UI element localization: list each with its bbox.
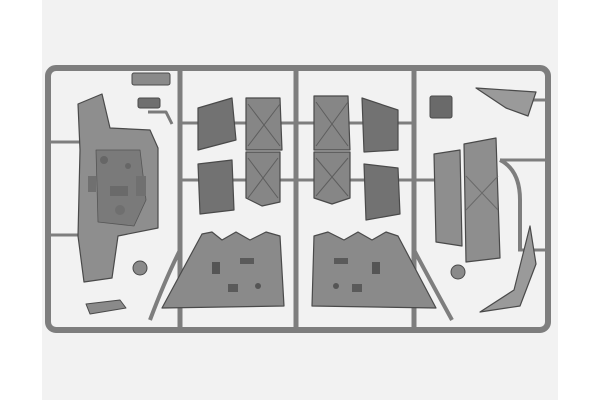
small-lever bbox=[85, 299, 127, 315]
hatch-door-small-4 bbox=[363, 163, 401, 221]
track-guard-panel-1 bbox=[433, 149, 463, 247]
runner-curve-right bbox=[412, 249, 454, 321]
small-bracket-1 bbox=[131, 72, 171, 86]
floor-plate-left bbox=[161, 231, 285, 309]
hatch-door-crossed-2 bbox=[245, 151, 281, 207]
small-disc-right bbox=[450, 264, 466, 280]
hatch-door-small-2 bbox=[197, 159, 235, 215]
runner-curve-left bbox=[148, 249, 182, 321]
small-bracket-3 bbox=[429, 95, 453, 119]
fender-rear-2 bbox=[479, 225, 537, 313]
fender-rear-1 bbox=[475, 87, 537, 117]
hatch-door-crossed-3 bbox=[313, 95, 351, 151]
small-bracket-2 bbox=[137, 97, 161, 109]
photo-side-margin-left bbox=[0, 0, 42, 400]
hatch-door-crossed-4 bbox=[313, 151, 351, 205]
hatch-door-crossed-1 bbox=[245, 97, 283, 151]
track-guard-panel-2 bbox=[463, 137, 501, 263]
floor-plate-right bbox=[311, 231, 437, 309]
runner-curve-right-outer bbox=[499, 158, 522, 250]
sprue bbox=[45, 65, 551, 333]
photo-side-margin-right bbox=[558, 0, 600, 400]
mantlet-plate bbox=[77, 93, 159, 283]
hatch-door-small-3 bbox=[361, 97, 399, 153]
hatch-door-small-1 bbox=[197, 97, 237, 151]
small-handle bbox=[148, 110, 174, 125]
small-disc-left bbox=[132, 260, 148, 276]
